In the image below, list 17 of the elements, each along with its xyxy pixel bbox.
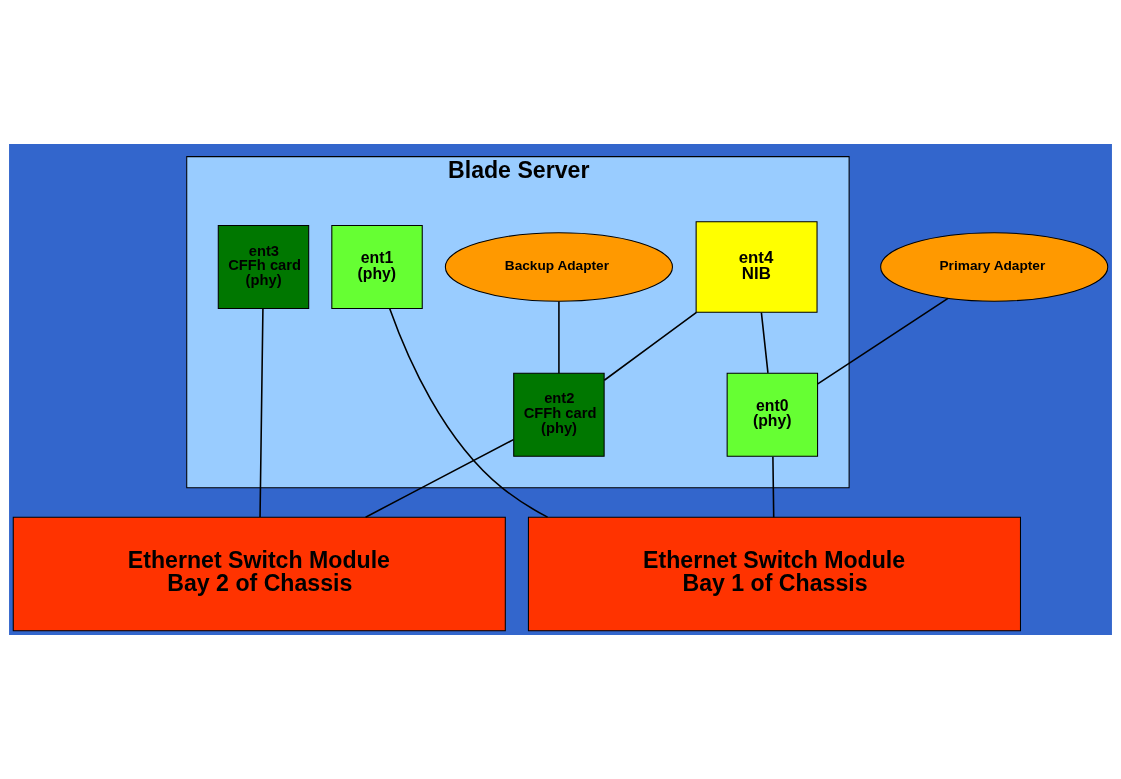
connector xyxy=(603,311,698,382)
node-box: ent2 CFFh card (phy) xyxy=(513,372,605,457)
node-box: ent3 CFFh card (phy) xyxy=(217,224,310,310)
connector xyxy=(259,307,264,518)
node-ellipse: Backup Adapter xyxy=(444,232,673,302)
node-box: Ethernet Switch Module Bay 2 of Chassis xyxy=(12,516,506,632)
connector xyxy=(772,455,775,518)
connector xyxy=(817,297,949,385)
connector xyxy=(558,300,560,374)
connector xyxy=(364,438,515,518)
node-ellipse: Primary Adapter xyxy=(880,232,1109,302)
node-box: ent1 (phy) xyxy=(331,224,423,310)
node-box: Ethernet Switch Module Bay 1 of Chassis xyxy=(527,516,1021,632)
node-box: ent4 NIB xyxy=(695,221,818,313)
connector xyxy=(760,311,769,374)
node-box: ent0 (phy) xyxy=(726,372,819,457)
connector xyxy=(388,307,549,518)
